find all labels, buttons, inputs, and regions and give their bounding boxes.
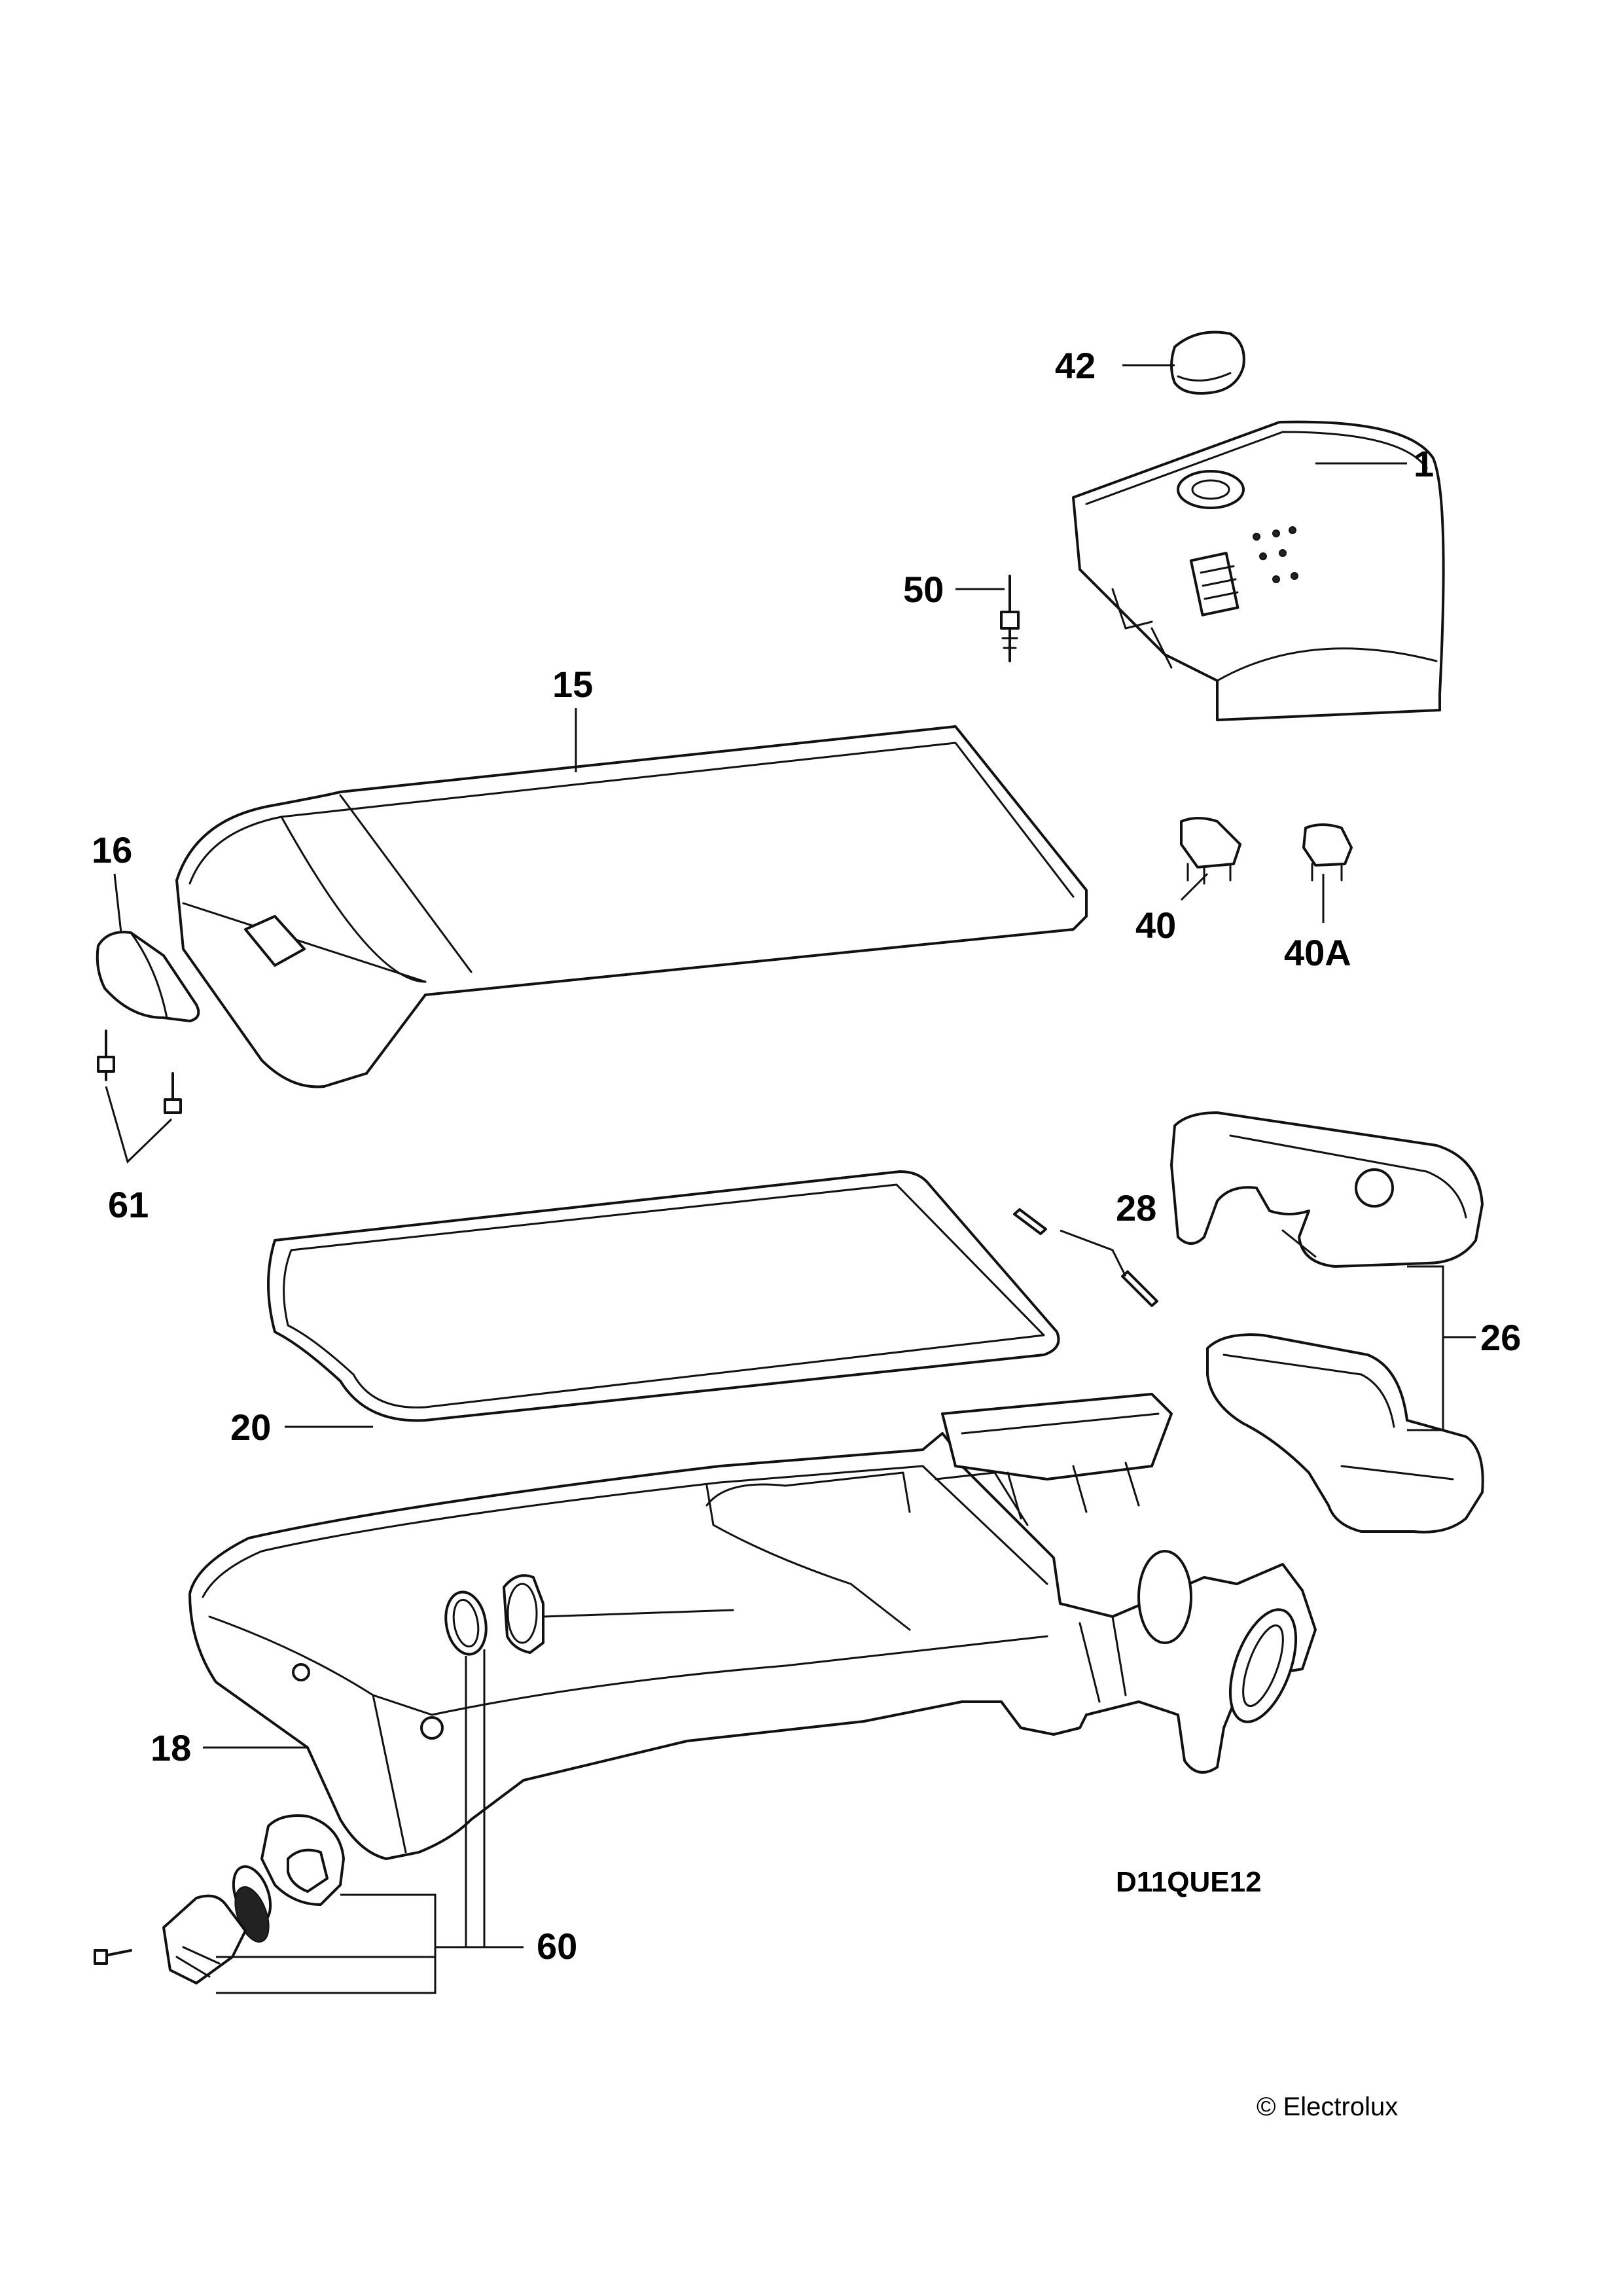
callout-26: 26 [1480, 1317, 1521, 1358]
leader-40 [1180, 872, 1209, 901]
part-18-top-frame [188, 1393, 1317, 1860]
leader-28 [1060, 1229, 1127, 1277]
part-42-knob [1170, 331, 1245, 395]
leader-60-a [216, 1893, 437, 1994]
part-16-handle-cap [96, 931, 200, 1022]
callout-42: 42 [1055, 345, 1096, 386]
callout-1: 1 [1414, 443, 1434, 484]
callout-16: 16 [92, 829, 132, 870]
part-60-fitting [503, 1574, 734, 1654]
part-50-pin [1000, 575, 1020, 662]
part-60-pump-cap [232, 1814, 345, 1943]
part-28-pins [1013, 1208, 1158, 1307]
callout-61: 61 [108, 1184, 149, 1225]
part-26-hinge-upper [1170, 1111, 1484, 1268]
part-61-screws [97, 1030, 182, 1114]
callout-18: 18 [151, 1727, 191, 1768]
part-60-screw-and-bracket [94, 1894, 247, 1984]
leader-61 [105, 1086, 173, 1164]
part-20-gasket [267, 1170, 1060, 1422]
part-60-seal-ring [444, 1590, 488, 1656]
part-1-control-panel [1072, 420, 1445, 721]
leader-26 [1407, 1265, 1444, 1431]
drawing-code: D11QUE12 [1116, 1866, 1262, 1898]
callout-40a: 40A [1284, 932, 1351, 973]
callout-40: 40 [1135, 905, 1176, 946]
callout-60: 60 [537, 1926, 577, 1967]
copyright-notice: © Electrolux [1257, 2092, 1398, 2121]
part-40a-button [1302, 823, 1353, 882]
part-40-button [1180, 817, 1241, 885]
callout-50: 50 [903, 569, 944, 610]
leader-16 [113, 873, 122, 933]
callout-28: 28 [1116, 1187, 1156, 1229]
part-26-hinge-lower [1206, 1333, 1484, 1534]
callout-20: 20 [230, 1407, 271, 1448]
part-15-lid [175, 725, 1088, 1088]
callout-15: 15 [552, 664, 593, 705]
